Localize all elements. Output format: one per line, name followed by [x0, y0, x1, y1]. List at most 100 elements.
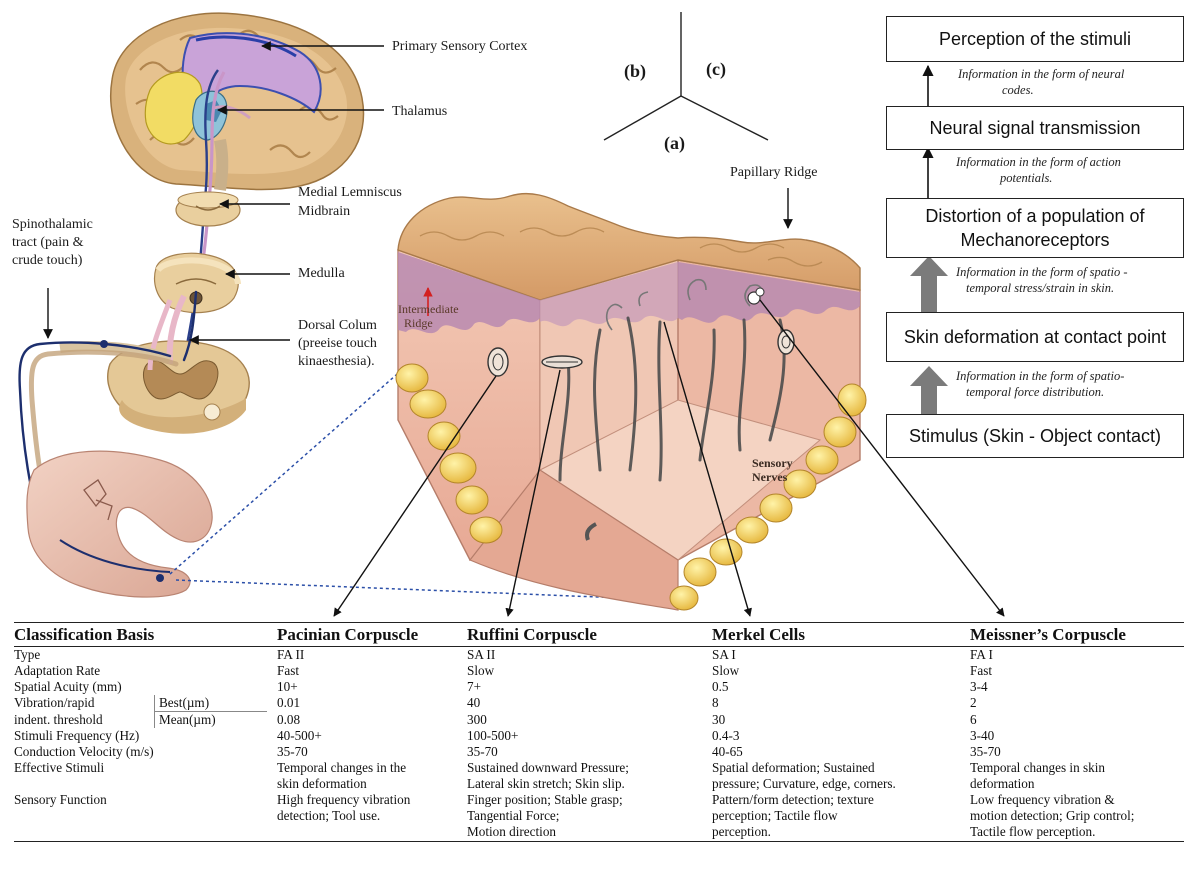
column-header: Merkel Cells	[712, 623, 970, 647]
label-papillary-ridge: Papillary Ridge	[730, 164, 818, 182]
table-cell: FA I	[970, 647, 1184, 664]
label-spinothalamic-2: tract (pain &	[12, 234, 84, 252]
table-cell: 2	[970, 695, 1184, 712]
label-intermediate-ridge-2: Ridge	[404, 316, 433, 330]
flow-note-neural-codes: Information in the form of neural	[958, 66, 1124, 82]
table-row: Stimuli Frequency (Hz)40-500+100-500+0.4…	[14, 728, 1184, 744]
ruffini-corpuscle-drawing	[542, 356, 582, 368]
flow-note-neural-codes-2: codes.	[1002, 82, 1034, 98]
table-cell: 3-4	[970, 679, 1184, 695]
flow-note-force-distribution: Information in the form of spatio-	[956, 368, 1124, 384]
label-dorsal-column-2: (preeise touch	[298, 335, 377, 353]
panel-label-b: (b)	[624, 62, 646, 80]
table-cell: 3-40	[970, 728, 1184, 744]
label-sensory-nerves-2: Nerves	[752, 470, 787, 484]
table-cell: 0.4-3	[712, 728, 970, 744]
flow-note-stress-strain: Information in the form of spatio -	[956, 264, 1128, 280]
table-cell: 35-70	[467, 744, 712, 760]
column-header: Pacinian Corpuscle	[277, 623, 467, 647]
label-midbrain: Midbrain	[298, 203, 350, 221]
label-spinothalamic: Spinothalamic	[12, 216, 93, 234]
label-intermediate-ridge: Intermediate	[398, 302, 459, 316]
label-medulla: Medulla	[298, 265, 345, 283]
table-cell: 30	[712, 712, 970, 728]
row-label: Conduction Velocity (m/s)	[14, 744, 277, 760]
table-cell: 35-70	[277, 744, 467, 760]
row-label: Effective Stimuli	[14, 760, 277, 792]
table-cell: Slow	[467, 663, 712, 679]
table-cell: SA II	[467, 647, 712, 664]
table-cell: Pattern/form detection; texture percepti…	[712, 792, 970, 842]
flow-step-stimulus: Stimulus (Skin - Object contact)	[886, 414, 1184, 458]
label-sensory-nerves: Sensory	[752, 456, 793, 470]
table-cell: Low frequency vibration & motion detecti…	[970, 792, 1184, 842]
table-cell: SA I	[712, 647, 970, 664]
pacinian-corpuscle-drawing	[488, 348, 508, 376]
table-cell: Fast	[277, 663, 467, 679]
table-cell: Sustained downward Pressure; Lateral ski…	[467, 760, 712, 792]
flow-step-skin-deformation: Skin deformation at contact point	[886, 312, 1184, 362]
label-medial-lemniscus: Medial Lemniscus	[298, 184, 402, 202]
table-cell: 100-500+	[467, 728, 712, 744]
column-header: Ruffini Corpuscle	[467, 623, 712, 647]
row-sublabel: Best(µm)	[154, 695, 267, 712]
table-cell: Slow	[712, 663, 970, 679]
table-cell: High frequency vibration detection; Tool…	[277, 792, 467, 842]
mechanoreceptor-table: Classification Basis Pacinian Corpuscle …	[14, 622, 1184, 842]
row-label: Vibration/rapid	[14, 695, 154, 712]
flow-note-stress-strain-2: temporal stress/strain in skin.	[966, 280, 1114, 296]
table-header-row: Classification Basis Pacinian Corpuscle …	[14, 623, 1184, 647]
row-label: indent. threshold	[14, 712, 154, 728]
flow-step-mechanoreceptor-distortion: Distortion of a population of Mechanorec…	[886, 198, 1184, 258]
table-cell: 0.08	[277, 712, 467, 728]
flow-note-action-potentials-2: potentials.	[1000, 170, 1052, 186]
table-cell: 8	[712, 695, 970, 712]
label-dorsal-column: Dorsal Colum	[298, 317, 377, 335]
panel-label-c: (c)	[706, 60, 726, 78]
label-dorsal-column-3: kinaesthesia).	[298, 353, 375, 371]
table-cell: 40-500+	[277, 728, 467, 744]
label-spinothalamic-3: crude touch)	[12, 252, 82, 270]
table-cell: 300	[467, 712, 712, 728]
table-cell: FA II	[277, 647, 467, 664]
column-header: Classification Basis	[14, 623, 277, 647]
table-cell: Finger position; Stable grasp; Tangentia…	[467, 792, 712, 842]
label-primary-sensory-cortex: Primary Sensory Cortex	[392, 38, 527, 56]
table-cell: 40-65	[712, 744, 970, 760]
table-cell: Temporal changes in skin deformation	[970, 760, 1184, 792]
table-cell: Fast	[970, 663, 1184, 679]
table-cell: 35-70	[970, 744, 1184, 760]
row-label: Adaptation Rate	[14, 663, 277, 679]
row-sublabel: Mean(µm)	[154, 712, 267, 728]
row-label: Sensory Function	[14, 792, 277, 842]
row-label: Type	[14, 647, 277, 664]
flow-step-neural-transmission: Neural signal transmission	[886, 106, 1184, 150]
row-label: Stimuli Frequency (Hz)	[14, 728, 277, 744]
table-cell: 0.5	[712, 679, 970, 695]
midbrain-slice	[176, 192, 240, 226]
flow-step-perception: Perception of the stimuli	[886, 16, 1184, 62]
panel-label-a: (a)	[664, 134, 685, 152]
table-cell: 0.01	[277, 695, 467, 712]
table-row: Vibration/rapidBest(µm)0.014082	[14, 695, 1184, 712]
table-cell: 40	[467, 695, 712, 712]
label-thalamus: Thalamus	[392, 103, 447, 121]
flow-note-force-distribution-2: temporal force distribution.	[966, 384, 1104, 400]
column-header: Meissner’s Corpuscle	[970, 623, 1184, 647]
table-cell: 7+	[467, 679, 712, 695]
row-label: Spatial Acuity (mm)	[14, 679, 277, 695]
table-cell: Temporal changes in the skin deformation	[277, 760, 467, 792]
skin-cross-section	[396, 194, 866, 610]
table-cell: 6	[970, 712, 1184, 728]
table-cell: Spatial deformation; Sustained pressure;…	[712, 760, 970, 792]
flow-note-action-potentials: Information in the form of action	[956, 154, 1121, 170]
